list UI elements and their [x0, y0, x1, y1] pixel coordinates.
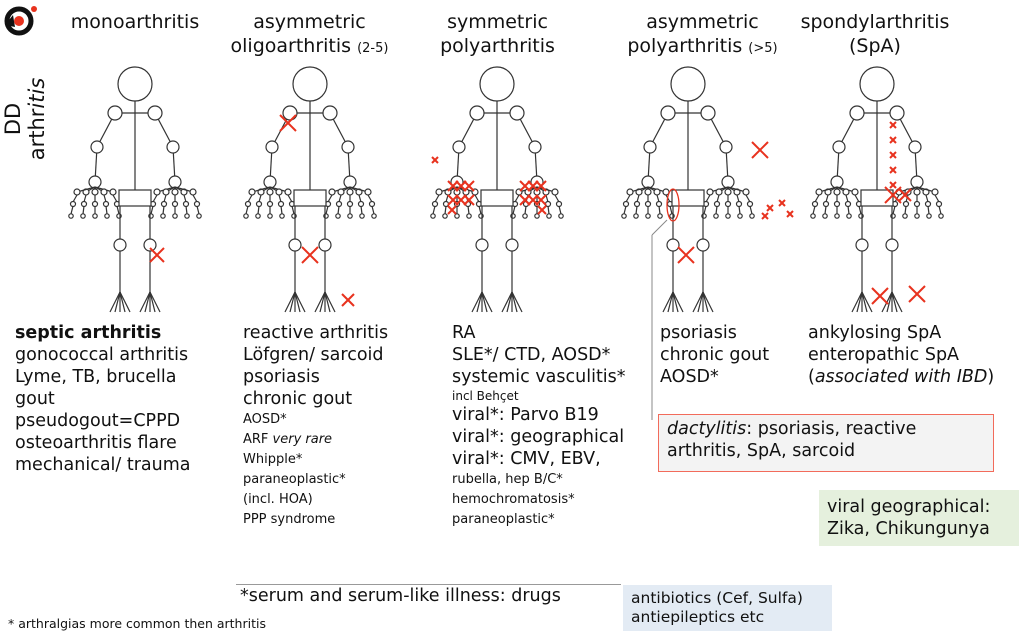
joint-mark-icon: [535, 194, 547, 206]
viral-geographical-box: viral geographical:Zika, Chikungunya: [819, 490, 1019, 546]
skeleton-figure: [68, 66, 202, 313]
dactylitis-highlight: [666, 188, 680, 222]
joint-mark-icon: [447, 194, 459, 206]
joint-mark-icon: [889, 151, 897, 159]
list-item: gout: [15, 389, 55, 409]
title-spondylarthritis: spondylarthritis (SpA): [800, 11, 950, 57]
list-item: pseudogout=CPPD: [15, 411, 181, 431]
joint-mark-icon: [766, 204, 774, 212]
dactylitis-text: : psoriasis, reactive arthritis, SpA, sa…: [667, 419, 917, 461]
list-item: paraneoplastic*: [243, 472, 346, 487]
joint-mark-icon: [786, 210, 794, 218]
list-item: viral*: geographical: [452, 427, 625, 447]
list-item: chronic gout: [243, 389, 353, 409]
list-item: systemic vasculitis*: [452, 367, 626, 387]
title-symmetric-polyarthritis: symmetric polyarthritis: [440, 11, 555, 57]
joint-mark-icon: [871, 287, 889, 305]
list-item: gonococcal arthritis: [15, 345, 189, 365]
joint-mark-icon: [889, 166, 897, 174]
list-item: viral*: Parvo B19: [452, 405, 599, 425]
list-item: osteoarthritis flare: [15, 433, 177, 453]
list-item: chronic gout: [660, 345, 770, 365]
joint-mark-icon: [908, 285, 926, 303]
list-item: PPP syndrome: [243, 512, 336, 527]
dactylitis-label: dactylitis: [667, 419, 747, 439]
divider: [236, 584, 621, 585]
logo-icon: [3, 3, 39, 43]
joint-mark-icon: [447, 205, 457, 215]
drugs-line: *serum and serum-like illness: drugs: [240, 586, 561, 606]
list-item: Whipple*: [243, 452, 303, 467]
joint-mark-icon: [889, 136, 897, 144]
list-item: AOSD*: [660, 367, 719, 387]
joint-mark-icon: [535, 180, 547, 192]
skeleton-figure: [243, 66, 377, 313]
joint-mark-icon: [677, 246, 695, 264]
title-monoarthritis: monoarthritis: [70, 11, 200, 33]
drugs-box: antibiotics (Cef, Sulfa)antiepileptics e…: [623, 585, 832, 631]
joint-mark-icon: [884, 186, 902, 204]
list-item: mechanical/ trauma: [15, 455, 191, 475]
list-item: reactive arthritis: [243, 323, 389, 343]
list-item: viral*: CMV, EBV,: [452, 449, 601, 469]
list-item: RA: [452, 323, 476, 343]
list-item: Löfgren/ sarcoid: [243, 345, 384, 365]
side-title: DD arthritis: [1, 64, 49, 174]
joint-mark-icon: [898, 188, 912, 202]
dactylitis-box: dactylitis: psoriasis, reactive arthriti…: [658, 414, 994, 472]
list-item: incl Behçet: [452, 389, 519, 403]
list-item: ARF very rare: [243, 432, 333, 447]
list-item: psoriasis: [660, 323, 737, 343]
list-item: enteropathic SpA: [808, 345, 960, 365]
list-item: (incl. HOA): [243, 492, 313, 507]
joint-mark-icon: [301, 246, 319, 264]
joint-mark-icon: [751, 141, 769, 159]
joint-mark-icon: [149, 247, 165, 263]
joint-mark-icon: [341, 293, 355, 307]
list-item: septic arthritis: [15, 323, 162, 343]
joint-mark-icon: [889, 181, 897, 189]
list-item: SLE*/ CTD, AOSD*: [452, 345, 611, 365]
side-title-italic: itis: [25, 77, 49, 109]
footnote: * arthralgias more common then arthritis: [8, 616, 266, 631]
skeleton-figure: [621, 66, 755, 313]
joint-mark-icon: [537, 205, 547, 215]
list-item: paraneoplastic*: [452, 512, 555, 527]
title-oligoarthritis: asymmetric oligoarthritis (2-5): [230, 11, 389, 57]
list-item: AOSD*: [243, 412, 287, 427]
list-item: (associated with IBD): [808, 367, 995, 387]
list-item: Lyme, TB, brucella: [15, 367, 177, 387]
joint-mark-icon: [761, 212, 769, 220]
list-item: psoriasis: [243, 367, 320, 387]
list-item: rubella, hep B/C*: [452, 472, 563, 487]
list-item: ankylosing SpA: [808, 323, 942, 343]
joint-mark-icon: [889, 121, 897, 129]
joint-mark-icon: [778, 199, 786, 207]
joint-mark-icon: [279, 114, 297, 132]
skeleton-figure: [810, 66, 944, 313]
joint-mark-icon: [447, 180, 459, 192]
list-item: hemochromatosis*: [452, 492, 575, 507]
side-title-text: DD arthr: [1, 102, 49, 161]
joint-mark-icon: [431, 156, 439, 164]
dactylitis-pointer: [651, 219, 668, 236]
title-asymmetric-polyarthritis: asymmetric polyarthritis (>5): [627, 11, 778, 57]
